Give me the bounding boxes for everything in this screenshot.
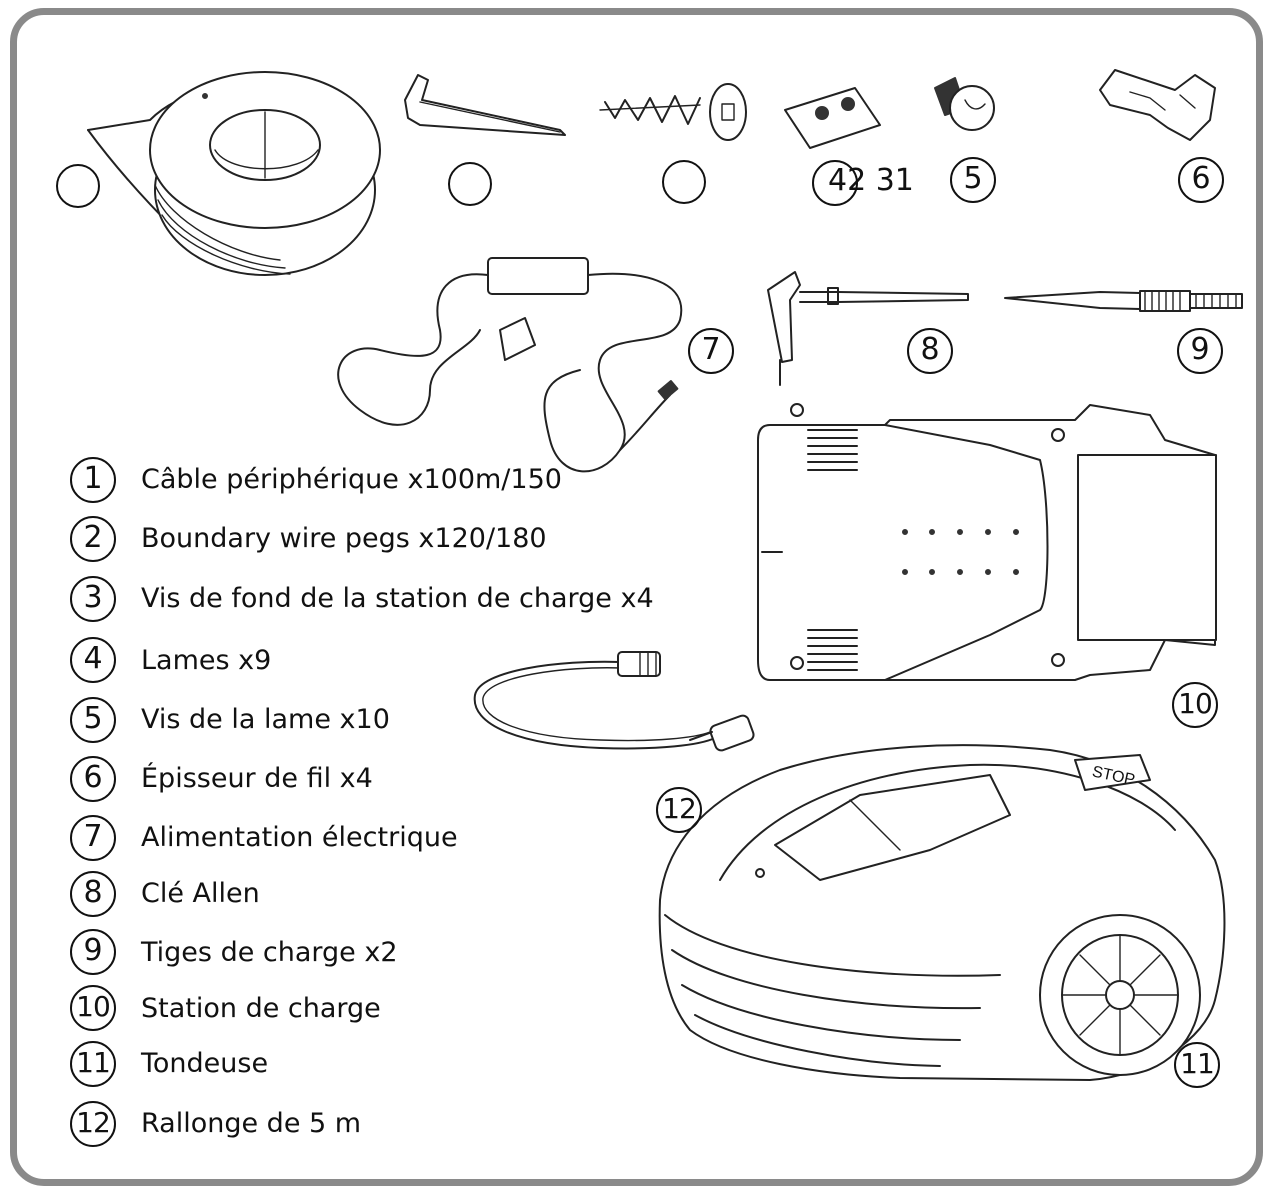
legend-num: 10 — [70, 985, 116, 1031]
callout-12: 12 — [656, 787, 702, 833]
legend-num: 7 — [70, 815, 116, 861]
base-screw-drawing — [599, 83, 747, 141]
callout-10: 10 — [1172, 682, 1218, 728]
legend-num: 6 — [70, 756, 116, 802]
mower-drawing — [658, 744, 1226, 1081]
blade-drawing — [784, 87, 881, 149]
legend-label: Tondeuse — [141, 1048, 269, 1079]
blade-marker-text: 42 31 — [828, 163, 914, 198]
allen-key-drawing — [767, 271, 969, 386]
legend-num: 1 — [70, 457, 116, 503]
legend-num: 4 — [70, 637, 116, 683]
callout-9: 9 — [1177, 328, 1223, 374]
peg-drawing — [404, 74, 566, 136]
callout-5: 5 — [950, 157, 996, 203]
legend-label: Alimentation électrique — [141, 822, 458, 853]
wire-spool-drawing — [87, 71, 381, 276]
callout-8: 8 — [907, 328, 953, 374]
extension-cable-drawing — [473, 651, 755, 752]
legend-label: Clé Allen — [141, 878, 260, 909]
legend-label: Vis de la lame x10 — [141, 704, 390, 735]
legend-label: Rallonge de 5 m — [141, 1108, 362, 1139]
charging-pin-drawing — [1004, 290, 1243, 312]
legend-num: 11 — [70, 1041, 116, 1087]
charging-station-drawing — [757, 403, 1217, 681]
callout-circle-blade — [812, 160, 858, 206]
legend-label: Épisseur de fil x4 — [141, 763, 373, 794]
legend-num: 8 — [70, 871, 116, 917]
callout-circle-peg — [448, 162, 492, 206]
blade-screw-drawing — [934, 77, 995, 131]
callout-circle-base-screw — [662, 160, 706, 204]
splicer-drawing — [1099, 69, 1216, 141]
legend-num: 9 — [70, 929, 116, 975]
callout-6: 6 — [1178, 157, 1224, 203]
legend-label: Tiges de charge x2 — [141, 937, 398, 968]
legend-label: Vis de fond de la station de charge x4 — [141, 583, 654, 614]
legend-num: 12 — [70, 1101, 116, 1147]
legend-num: 3 — [70, 576, 116, 622]
legend-label: Boundary wire pegs x120/180 — [141, 523, 547, 554]
callout-11: 11 — [1174, 1042, 1220, 1088]
legend-label: Station de charge — [141, 993, 381, 1024]
legend-label: Lames x9 — [141, 645, 272, 676]
power-supply-drawing — [337, 257, 683, 473]
legend-num: 2 — [70, 516, 116, 562]
callout-circle-spool — [56, 164, 100, 208]
legend-num: 5 — [70, 697, 116, 743]
callout-7: 7 — [688, 328, 734, 374]
legend-label: Câble périphérique x100m/150 — [141, 464, 562, 495]
